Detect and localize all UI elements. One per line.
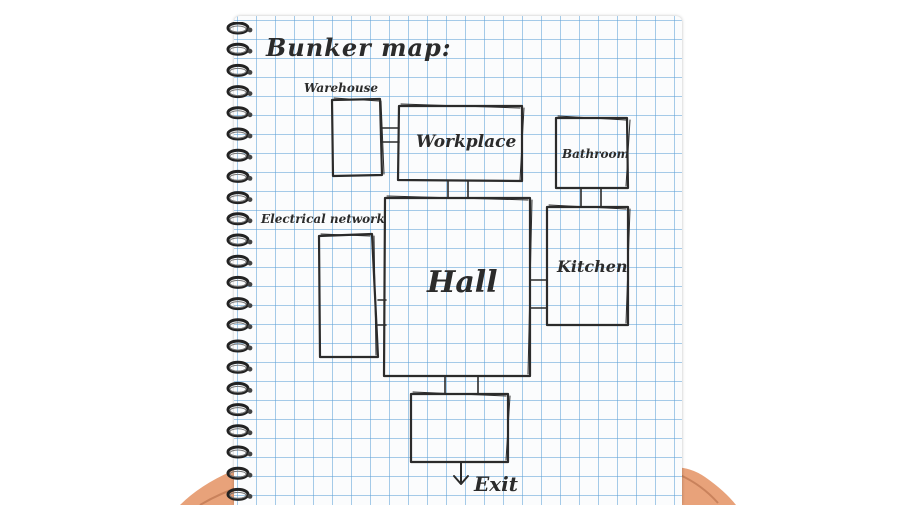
- room-kitchen: [545, 205, 630, 327]
- label-kitchen: Kitchen: [557, 257, 628, 276]
- room-workplace: [396, 104, 524, 183]
- exit-arrow-icon: [453, 462, 469, 485]
- label-hall: Hall: [427, 265, 498, 300]
- label-bathroom: Bathroom: [562, 147, 630, 161]
- room-electrical-network: [317, 232, 380, 359]
- label-warehouse: Warehouse: [304, 81, 379, 95]
- room-bathroom: [554, 116, 630, 190]
- map-title: Bunker map:: [266, 33, 452, 62]
- room-hall: [382, 196, 532, 378]
- room-warehouse: [330, 97, 384, 178]
- label-exit: Exit: [474, 472, 519, 496]
- label-workplace: Workplace: [416, 132, 517, 152]
- room-exit: [409, 392, 510, 464]
- label-electrical-network: Electrical network: [261, 212, 385, 226]
- notebook-page: [234, 16, 682, 505]
